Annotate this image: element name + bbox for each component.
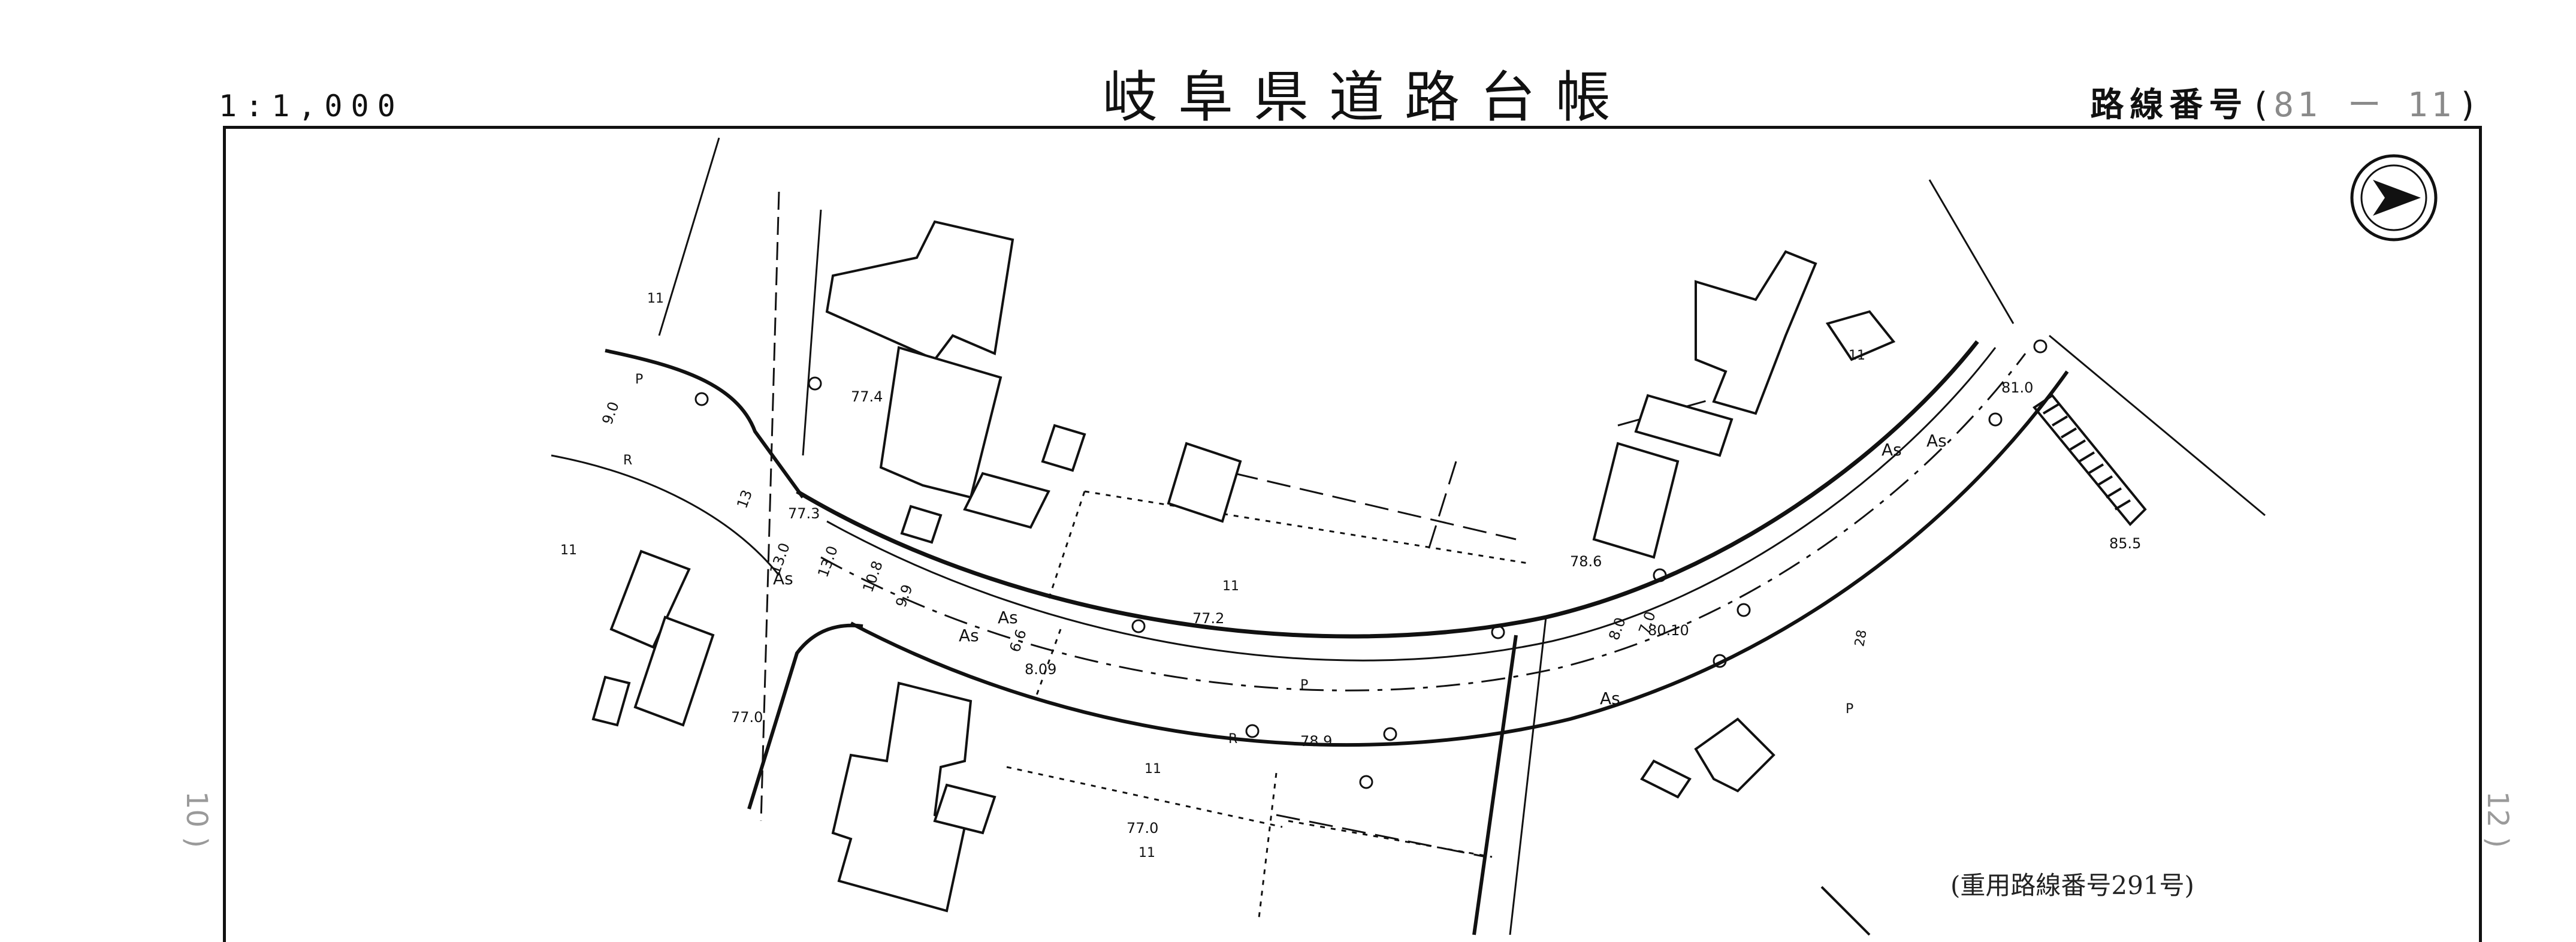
side-road-left-f xyxy=(802,209,822,456)
side-road-left-e xyxy=(658,137,720,336)
width-label: 6.6 xyxy=(1006,627,1029,654)
elevation-label: 77.4 xyxy=(851,388,883,405)
stairs-outline xyxy=(2033,394,2147,526)
map-symbol: P xyxy=(1300,678,1308,693)
road-edges xyxy=(551,137,2266,936)
elevation-label: 77.2 xyxy=(1192,610,1224,627)
building-3 xyxy=(963,472,1050,529)
lot-line-5 xyxy=(1257,772,1278,923)
property-lines xyxy=(1006,490,1529,923)
route-open: ( xyxy=(2254,86,2268,125)
side-road-mid-b xyxy=(1509,617,1547,935)
side-road-left-d xyxy=(760,191,780,822)
map-symbol: P xyxy=(1846,702,1853,717)
side-road-left-a xyxy=(605,349,805,499)
building-1 xyxy=(825,220,1014,361)
map-symbol: P xyxy=(635,372,643,387)
building-15 xyxy=(1825,310,1896,361)
utility-symbols xyxy=(694,339,2047,789)
width-label: 9.9 xyxy=(892,582,916,609)
building-9 xyxy=(591,675,631,727)
route-dash: ー xyxy=(2347,86,2381,125)
north-arrow-icon xyxy=(2350,154,2438,241)
building-2 xyxy=(879,346,1002,499)
building-13 xyxy=(1592,442,1680,559)
map-frame xyxy=(223,126,2482,942)
building-14 xyxy=(1634,394,1734,457)
boundary-right-a xyxy=(2049,334,2266,517)
side-road-left-b xyxy=(551,454,780,576)
elevation-label: 77.0 xyxy=(731,709,763,726)
elevation-label: 77.3 xyxy=(788,505,820,522)
surface-label: As xyxy=(998,608,1018,627)
map-symbol: R xyxy=(1228,732,1237,747)
route-major: 81 xyxy=(2273,86,2321,125)
map-symbol: 11 xyxy=(647,291,664,306)
prev-sheet-number: 10 ) xyxy=(180,791,213,849)
dash-boundary-1 xyxy=(1234,472,1517,541)
lot-line-3 xyxy=(1006,766,1283,828)
route-close: ) xyxy=(2461,86,2474,125)
elevation-label: 85.5 xyxy=(2109,535,2141,552)
buildings xyxy=(591,220,1896,913)
elevation-label: 77.0 xyxy=(1127,820,1158,837)
page-title: 岐阜県道路台帳 xyxy=(1103,65,1632,129)
dash-boundary-3 xyxy=(1276,814,1487,858)
stairs-lines xyxy=(2042,403,2131,511)
elevation-label: 78.9 xyxy=(1300,733,1332,750)
route-number: 路線番号(81 ー 11) xyxy=(2090,78,2480,126)
building-16 xyxy=(1694,717,1775,793)
boundary-right-b xyxy=(1928,179,2015,324)
surface-label: As xyxy=(1882,440,1902,460)
building-7 xyxy=(609,550,691,649)
next-sheet-number: 12 ) xyxy=(2481,791,2514,849)
surface-label: As xyxy=(959,626,979,645)
surface-label: As xyxy=(773,569,793,588)
building-10 xyxy=(831,681,973,913)
contour-label: 28 xyxy=(1852,629,1870,648)
building-12 xyxy=(1695,250,1817,415)
road-curb xyxy=(826,347,1997,662)
map-scale: 1:1,000 xyxy=(219,89,404,123)
elevation-label: 80.10 xyxy=(1648,622,1689,639)
map-symbol: 11 xyxy=(560,543,577,558)
elevation-label: 81.0 xyxy=(2001,379,2033,396)
map-symbol: 11 xyxy=(1144,762,1161,777)
road-centerline xyxy=(820,353,2027,692)
width-label: 13 xyxy=(733,488,756,511)
side-road-left-c xyxy=(747,623,863,810)
width-label: 13.0 xyxy=(814,544,841,579)
elevation-label: 8.09 xyxy=(1025,661,1056,678)
map-symbol: R xyxy=(623,453,632,468)
building-5 xyxy=(1041,424,1086,472)
map-symbol: 11 xyxy=(1138,846,1155,861)
lot-line-2 xyxy=(1035,629,1062,696)
width-label: 9.0 xyxy=(599,400,622,427)
surface-label: As xyxy=(1600,689,1620,708)
road-edge-south xyxy=(850,370,2069,747)
side-road-mid-a xyxy=(1472,635,1518,935)
building-4 xyxy=(900,505,943,544)
side-road-right xyxy=(1820,886,1871,936)
concurrent-route-note: (重用路線番号291号) xyxy=(1950,871,2194,900)
route-minor: 11 xyxy=(2407,86,2456,125)
lot-line-4 xyxy=(1288,820,1493,858)
surface-label: As xyxy=(1926,431,1947,451)
map-symbol: 11 xyxy=(1849,348,1865,363)
building-11 xyxy=(933,783,996,835)
dash-boundary-2 xyxy=(1425,461,1457,558)
stairs-hatch xyxy=(2033,394,2147,526)
lot-line-6 xyxy=(1047,491,1086,600)
building-8 xyxy=(633,615,715,727)
lot-line-1 xyxy=(1084,490,1529,564)
building-17 xyxy=(1640,759,1692,799)
route-label: 路線番号 xyxy=(2090,86,2249,125)
elevation-label: 78.6 xyxy=(1570,553,1602,570)
map-symbol: 11 xyxy=(1222,579,1239,594)
building-6 xyxy=(1167,442,1242,523)
